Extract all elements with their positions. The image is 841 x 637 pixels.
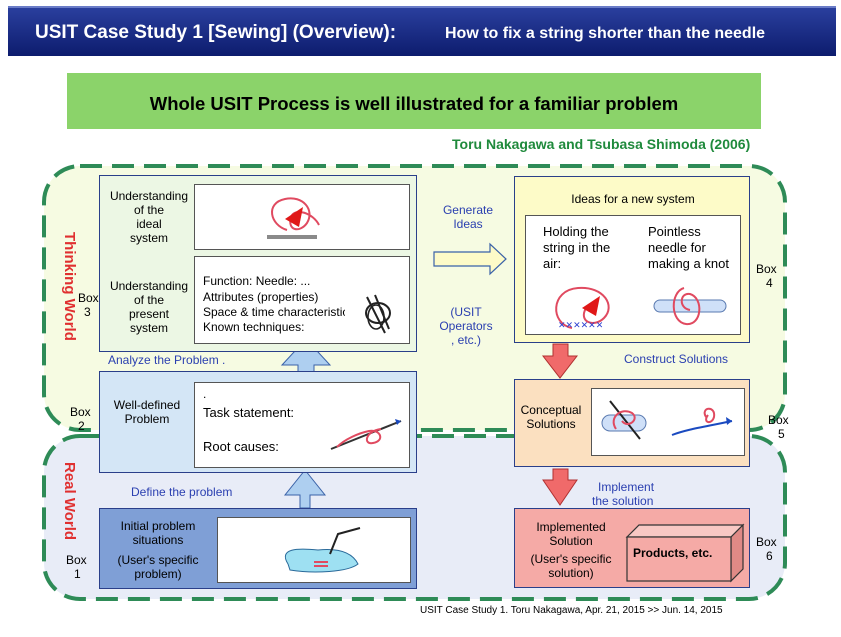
real-world-label: Real World: [61, 462, 78, 541]
conceptual-image-box: [591, 388, 745, 456]
products-text: Products, etc.: [633, 546, 713, 560]
knot-sketch-icon: [365, 294, 391, 334]
banner-text: Whole USIT Process is well illustrated f…: [149, 93, 679, 114]
down-arrow-5-6: [542, 468, 578, 506]
pointless-needle-icon: [653, 287, 727, 326]
define-label: Define the problem: [131, 485, 233, 499]
page-title: USIT Case Study 1 [Sewing] (Overview):: [35, 22, 397, 43]
banner: [67, 73, 761, 129]
analysis-function: Function: Needle: ...: [203, 274, 311, 288]
analysis-box: Function: Needle: ... Attributes (proper…: [194, 256, 410, 344]
footer: USIT Case Study 1. Toru Nakagawa, Apr. 2…: [420, 605, 723, 616]
root-causes: Root causes:: [203, 439, 279, 454]
analysis-attributes: Attributes (properties): [203, 290, 319, 304]
authors: Toru Nakagawa and Tsubasa Shimoda (2006): [452, 136, 751, 152]
title-bar: [8, 6, 836, 56]
product-box-icon: [625, 523, 745, 583]
down-arrow-4-5: [541, 343, 579, 379]
svg-text:✕✕✕✕✕✕: ✕✕✕✕✕✕: [558, 321, 603, 331]
right-arrow-3-4: [433, 242, 507, 276]
analysis-known: Known techniques:: [203, 320, 305, 334]
page-subtitle: How to fix a string shorter than the nee…: [445, 25, 766, 42]
conceptual-icons: [601, 400, 733, 440]
construct-label: Construct Solutions: [624, 352, 729, 366]
needle-thread-icon: [330, 419, 402, 450]
ideal-knot-icon: [267, 197, 320, 239]
analysis-space-time: Space & time characteristics: [203, 305, 355, 319]
problem-box: . Task statement: Root causes:: [194, 382, 410, 468]
up-arrow-1-2: [283, 469, 327, 509]
task-statement: Task statement:: [203, 405, 295, 420]
cloth-sewing-icon: [285, 527, 361, 573]
ideas-title: Ideas for a new system: [571, 192, 695, 206]
held-string-icon: ✕✕✕✕✕✕: [555, 286, 610, 331]
thinking-world-label: Thinking World: [61, 232, 78, 341]
ideal-image-box: [194, 184, 410, 250]
analyze-label: Analyze the Problem .: [108, 353, 226, 367]
initial-image-box: [217, 517, 411, 583]
thinking-zone-border: [42, 164, 787, 432]
